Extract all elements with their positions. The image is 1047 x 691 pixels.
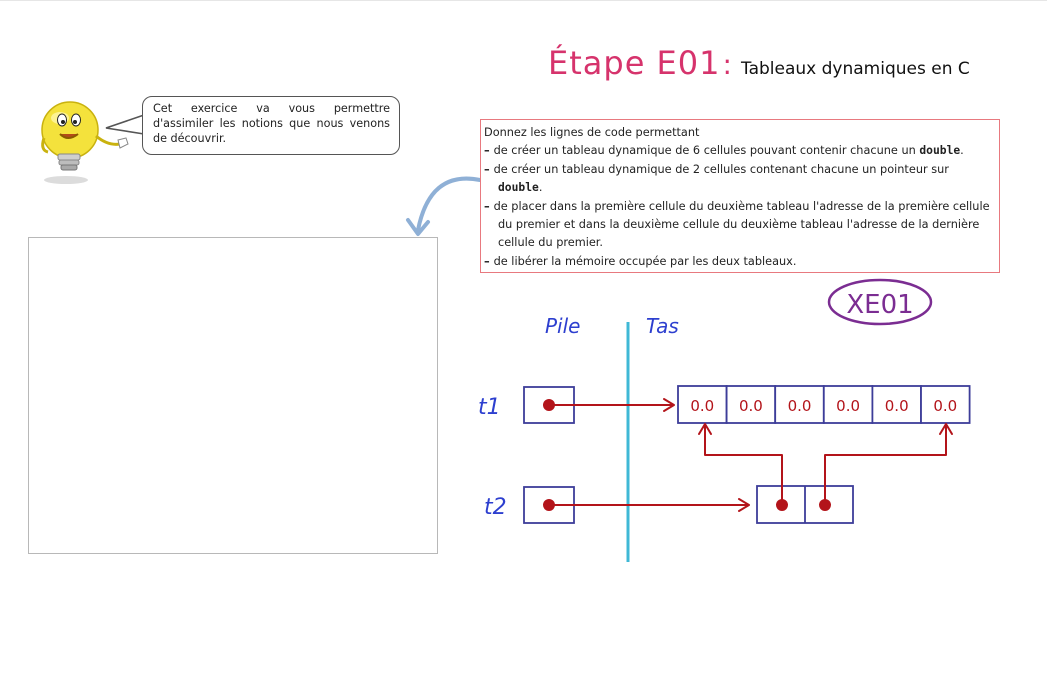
instruction-item: de libérer la mémoire occupée par les de… <box>484 253 995 271</box>
page-title: Étape E01: Tableaux dynamiques en C <box>548 44 970 82</box>
lightbulb-mascot-icon <box>41 101 129 184</box>
stack-label: Pile <box>545 314 580 338</box>
t2-arrowhead <box>738 498 750 512</box>
array-cell <box>920 385 971 424</box>
heap-label: Tas <box>646 314 679 338</box>
speech-bubble: Cet exercice va vous permettre d'assimil… <box>142 96 400 155</box>
keyword-double: double <box>919 144 961 158</box>
ptr-cell-1-dot <box>776 499 788 511</box>
t1-arrowhead <box>663 398 675 412</box>
ptr1-arrow <box>704 425 783 500</box>
array-cell <box>677 385 728 424</box>
answer-area[interactable] <box>28 237 438 554</box>
exercise-tag: XE01 <box>846 290 913 320</box>
ptr2-arrow <box>824 425 947 500</box>
tag-ellipse <box>827 278 933 326</box>
instructions-intro: Donnez les lignes de code permettant <box>484 126 700 139</box>
t2-pointer-dot <box>543 499 555 511</box>
var-t2-label: t2 <box>484 495 507 520</box>
array-cell-value: 0.0 <box>836 397 860 415</box>
array-cell-value: 0.0 <box>788 397 812 415</box>
step-subtitle: Tableaux dynamiques en C <box>741 59 970 79</box>
array-cell <box>774 385 825 424</box>
instruction-item: de créer un tableau dynamique de 2 cellu… <box>484 161 995 198</box>
instruction-item: de créer un tableau dynamique de 6 cellu… <box>484 142 995 160</box>
instructions-list: de créer un tableau dynamique de 6 cellu… <box>484 142 995 271</box>
instruction-item: de placer dans la première cellule du de… <box>484 198 995 253</box>
ptr1-arrowhead <box>698 423 712 435</box>
top-border <box>0 0 1047 1</box>
array-cell-value: 0.0 <box>933 397 957 415</box>
double-array: 0.0 0.0 0.0 0.0 0.0 0.0 <box>677 385 971 424</box>
keyword-double: double <box>498 181 539 195</box>
array-cell-value: 0.0 <box>885 397 909 415</box>
curved-arrow-icon <box>406 176 482 236</box>
speech-bubble-tail <box>105 114 145 135</box>
ptr2-arrowhead <box>939 423 953 435</box>
array-cell-value: 0.0 <box>739 397 763 415</box>
step-title: Étape E01 <box>548 44 721 82</box>
title-colon: : <box>722 48 732 81</box>
instructions-box: Donnez les lignes de code permettant de … <box>480 119 1000 273</box>
t1-pointer-dot <box>543 399 555 411</box>
array-cell-value: 0.0 <box>690 397 714 415</box>
var-t1-label: t1 <box>478 395 501 420</box>
ptr-cell-2-dot <box>819 499 831 511</box>
